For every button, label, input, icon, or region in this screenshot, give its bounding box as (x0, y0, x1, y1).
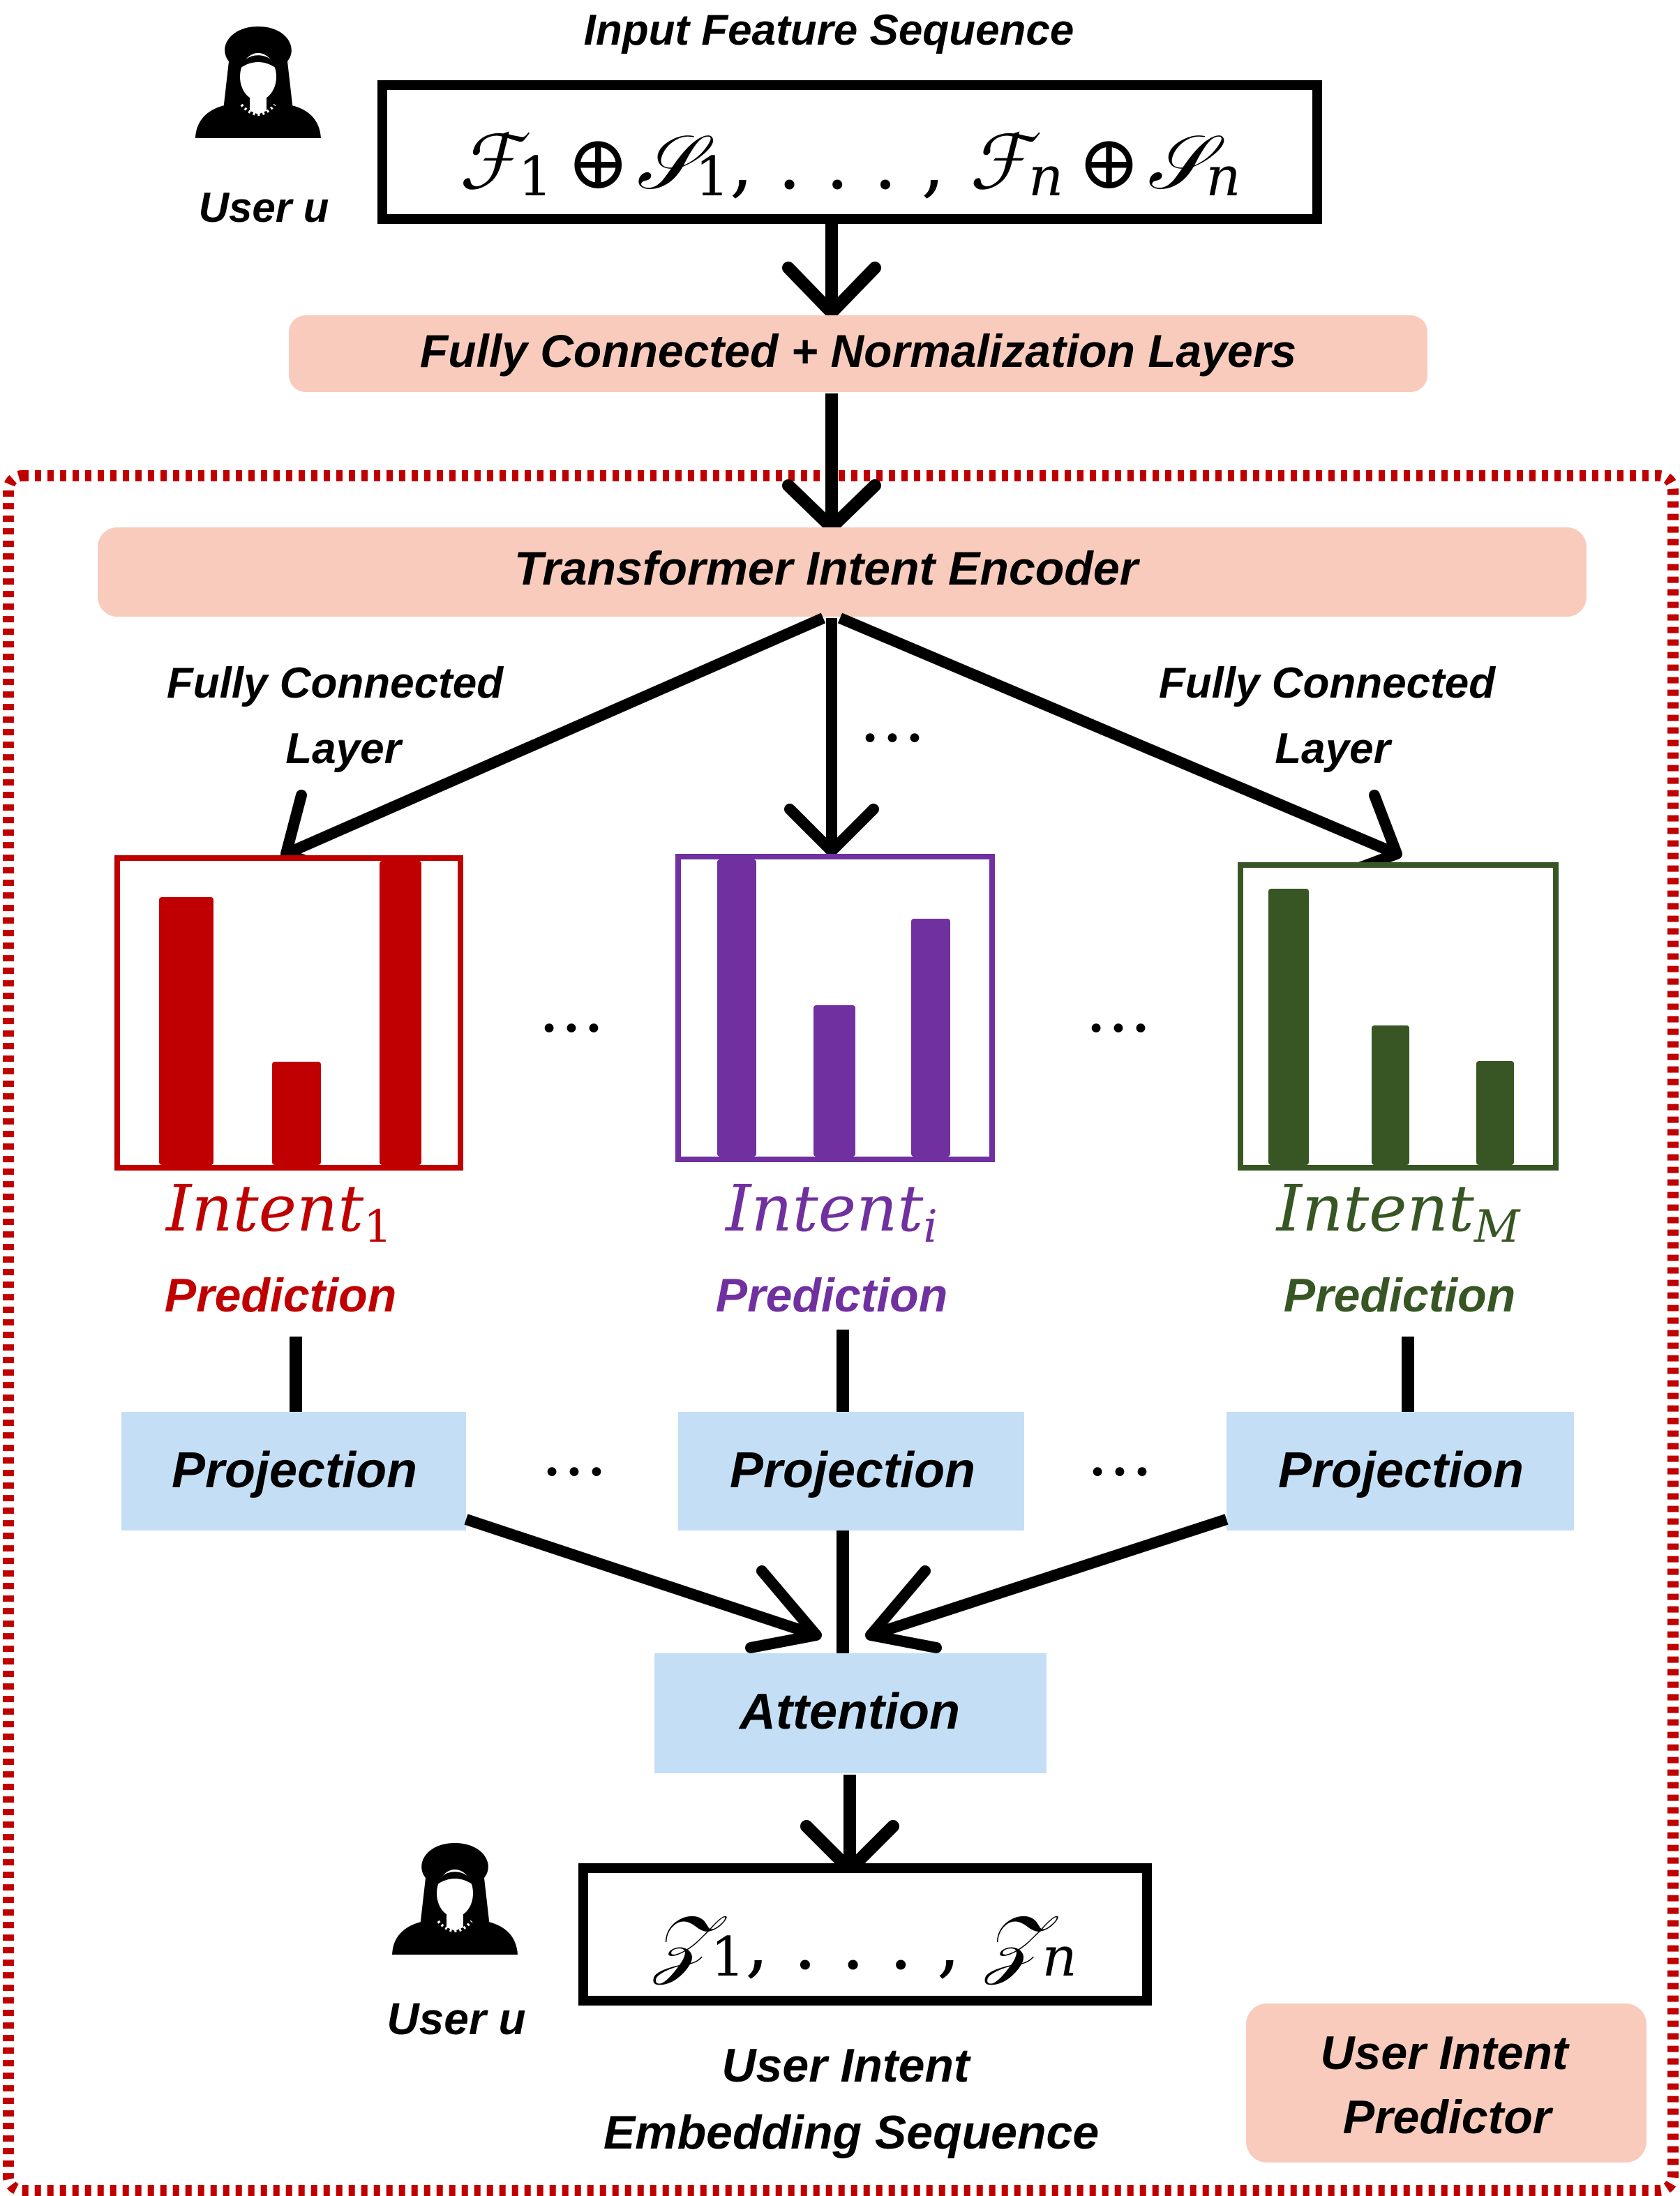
output-caption-line2: Embedding Sequence (603, 2106, 1099, 2159)
intent-1-prediction (114, 855, 463, 1171)
intent-1-bar-2 (272, 1062, 321, 1165)
intent-i-prediction-label: Prediction (716, 1269, 948, 1322)
arrow-encoder-to-intent-1 (283, 612, 826, 859)
ellipsis-encoder: ••• (861, 721, 928, 757)
intent-m-bar-3 (1476, 1061, 1514, 1165)
module-label-line1: User Intent (1320, 2026, 1570, 2080)
intent-i-bar-3 (911, 919, 950, 1157)
projection-box-i (678, 1412, 1024, 1531)
arrowhead-intent-i (784, 804, 879, 857)
input-sequence: ℱ1⊕𝒮1, . . . , ℱn⊕𝒮n (458, 119, 1240, 209)
projection-label-1: Projection (172, 1443, 417, 1498)
intent-i-prediction (675, 854, 995, 1162)
input-sequence-box (377, 80, 1322, 224)
intent-i-bar-2 (813, 1005, 855, 1157)
arrowhead-projection-1 (745, 1565, 822, 1653)
ellipsis-projection-left: ••• (543, 1455, 610, 1491)
user-icon-top (194, 25, 322, 140)
arrow-projection-m-to-attention (869, 1514, 1229, 1641)
fc-layer-left-line1: Fully Connected (167, 659, 504, 707)
projection-label-i: Projection (730, 1443, 975, 1498)
intent-m-prediction-label: Prediction (1284, 1269, 1516, 1322)
intent-1-bar-1 (159, 897, 213, 1165)
projection-box-1 (121, 1412, 466, 1531)
transformer-encoder-box (98, 527, 1587, 617)
intent-1-bar-3 (380, 861, 421, 1165)
arrow-projection-1-to-attention (464, 1514, 818, 1641)
output-sequence-box (578, 1863, 1152, 2006)
attention-label: Attention (738, 1684, 960, 1740)
user-intent-predictor-border (3, 470, 1679, 2196)
user-icon-bottom (391, 1842, 519, 1956)
intent-m-prediction (1238, 862, 1559, 1171)
output-sequence: 𝒵1, . . . , 𝒵n (652, 1900, 1077, 1989)
fc-norm-box (289, 315, 1427, 392)
fc-layer-left-line2: Layer (285, 725, 403, 773)
attention-box (654, 1653, 1047, 1773)
intent-m-label: IntentM (1275, 1171, 1521, 1253)
arrow-encoder-to-intent-m (837, 612, 1400, 859)
intent-i-label: Intenti (724, 1171, 938, 1253)
ellipsis-predictions-right: ••• (1087, 1011, 1154, 1047)
module-label-line2: Predictor (1343, 2091, 1554, 2144)
fc-layer-right-line2: Layer (1275, 725, 1392, 773)
user-label-bottom: User u (387, 1994, 525, 2044)
arrowhead-projection-m (865, 1565, 942, 1653)
projection-label-m: Projection (1278, 1443, 1524, 1498)
output-caption-line1: User Intent (721, 2039, 971, 2092)
projection-box-m (1227, 1412, 1574, 1531)
intent-1-prediction-label: Prediction (165, 1269, 397, 1322)
input-title: Input Feature Sequence (584, 6, 1074, 54)
fc-norm-label: Fully Connected + Normalization Layers (420, 325, 1296, 377)
ellipsis-projection-right: ••• (1088, 1455, 1155, 1491)
intent-m-bar-1 (1268, 889, 1309, 1165)
arrowhead-input-to-fc (782, 262, 881, 319)
intent-m-bar-2 (1372, 1025, 1409, 1165)
user-label-top: User u (199, 184, 329, 231)
transformer-encoder-label: Transformer Intent Encoder (514, 542, 1141, 595)
ellipsis-predictions-left: ••• (540, 1011, 607, 1047)
module-label-box (1246, 2003, 1647, 2163)
fc-layer-right-line1: Fully Connected (1159, 659, 1496, 707)
intent-i-bar-1 (717, 859, 756, 1157)
intent-1-label: Intent1 (165, 1171, 392, 1253)
